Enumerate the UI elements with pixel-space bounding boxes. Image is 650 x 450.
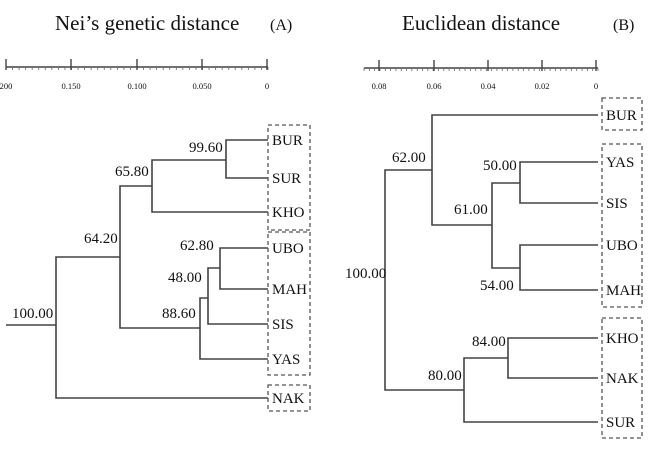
group-box (267, 384, 311, 412)
node-label: 65.80 (115, 164, 149, 180)
panel-b-tick-label: 0.04 (481, 81, 497, 91)
panel-b: Euclidean distance (B) 0.08 0.06 0.04 0.… (345, 11, 643, 439)
panel-b-groups (601, 97, 643, 439)
leaf-label: SUR (272, 171, 301, 187)
node-label: 50.00 (483, 158, 517, 174)
panel-a-title: Nei’s genetic distance (55, 11, 239, 35)
leaf-label: BUR (272, 133, 303, 149)
branch-kho (151, 159, 268, 213)
node-label: 62.00 (392, 150, 426, 166)
branch-yas (199, 297, 268, 360)
leaf-label: YAS (606, 155, 634, 171)
panel-a-tick-label: 0.150 (61, 81, 80, 91)
node-label: 62.80 (180, 238, 214, 254)
node-label: 61.00 (454, 202, 488, 218)
leaf-label: SIS (606, 196, 628, 212)
branch-bur-sur (225, 139, 268, 179)
leaf-label: YAS (272, 352, 300, 368)
panel-a-tick-label: 0.050 (192, 81, 211, 91)
leaf-label: MAH (606, 283, 641, 299)
branch-mid (491, 182, 520, 269)
panel-a: Nei’s genetic distance (A) 200 0.150 0.1… (0, 11, 311, 412)
node-label: 54.00 (480, 278, 514, 294)
leaf-label: KHO (272, 205, 305, 221)
node-label: 88.60 (162, 306, 196, 322)
branch-ubo-mah (219, 247, 268, 290)
panel-a-tick-label: 0 (265, 81, 269, 91)
node-label: 80.00 (428, 368, 462, 384)
group-box (601, 97, 643, 131)
node-label: 100.00 (345, 266, 386, 282)
leaf-label: NAK (272, 391, 305, 407)
node-label: 84.00 (472, 334, 506, 350)
panel-b-tick-label: 0.02 (535, 81, 550, 91)
panel-a-tick-label: 200 (0, 81, 12, 91)
panel-b-tick-label: 0.06 (427, 81, 442, 91)
node-label: 100.00 (12, 306, 53, 322)
panel-b-scale: 0.08 0.06 0.04 0.02 0 (363, 60, 599, 91)
panel-a-tick-label: 0.100 (127, 81, 146, 91)
panel-b-label: (B) (613, 17, 634, 34)
branch-root (384, 169, 464, 391)
group-box (267, 231, 311, 376)
node-label: 99.60 (189, 140, 223, 156)
leaf-label: NAK (606, 371, 639, 387)
panel-b-tree (384, 114, 598, 423)
panel-a-scale: 200 0.150 0.100 0.050 0 (0, 59, 269, 91)
panel-b-title: Euclidean distance (402, 11, 560, 35)
node-label: 48.00 (168, 270, 202, 286)
branch-sur (463, 357, 598, 423)
leaf-label: UBO (272, 241, 304, 257)
panel-b-tick-label: 0 (594, 81, 598, 91)
panel-b-tick-label: 0.08 (372, 81, 387, 91)
branch-yas-sis (519, 161, 598, 204)
panel-a-label: (A) (270, 17, 292, 34)
leaf-label: SIS (272, 317, 294, 333)
group-box (267, 124, 311, 231)
branch-ubo-mah (519, 244, 598, 291)
leaf-label: BUR (606, 108, 637, 124)
group-box (601, 143, 643, 308)
leaf-label: UBO (606, 238, 638, 254)
leaf-label: KHO (606, 331, 639, 347)
leaf-label: SUR (606, 415, 635, 431)
leaf-label: MAH (272, 282, 307, 298)
branch-nak (55, 256, 268, 399)
branch-sis (207, 267, 268, 325)
panel-a-tree (6, 139, 268, 399)
panel-a-groups (267, 124, 311, 412)
group-box (601, 317, 643, 439)
node-label: 64.20 (84, 231, 118, 247)
branch-kho-nak (507, 337, 598, 379)
